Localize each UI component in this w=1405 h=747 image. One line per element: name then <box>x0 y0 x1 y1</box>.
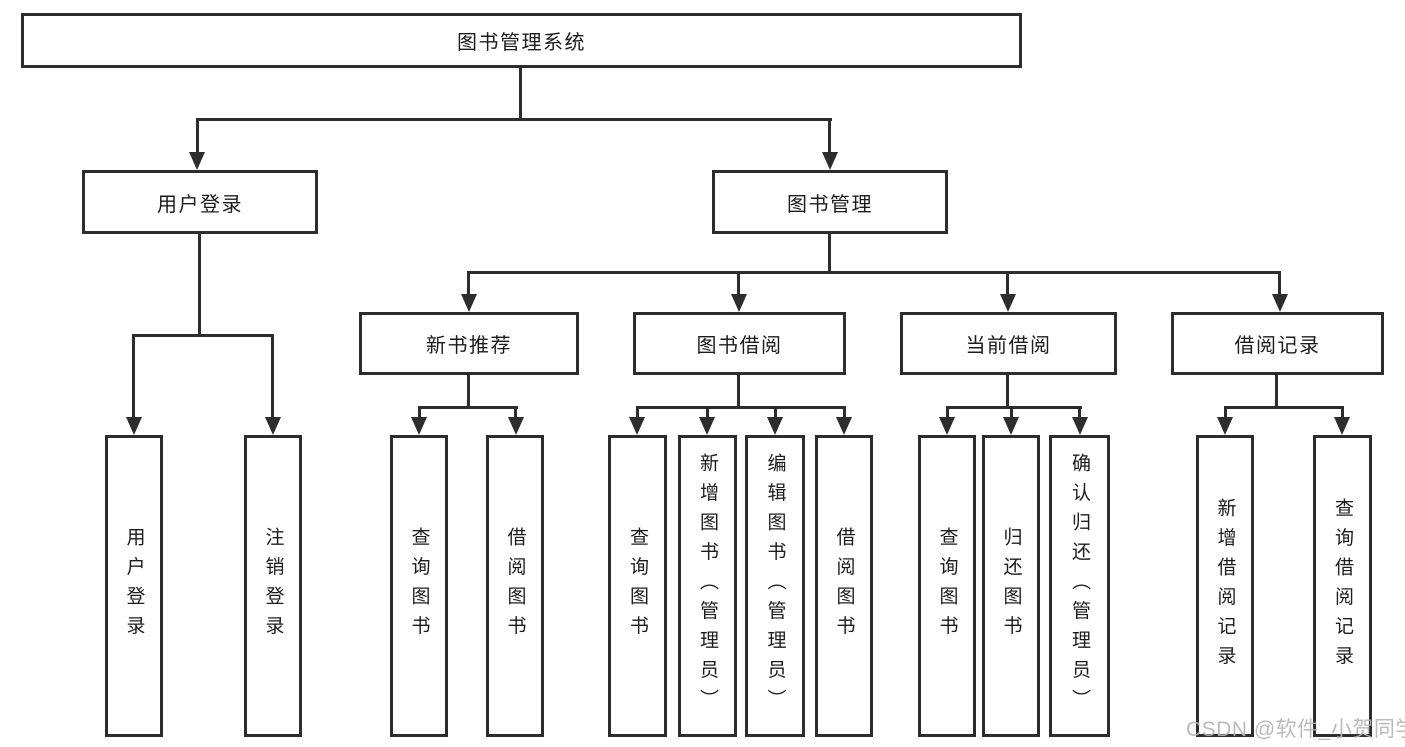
node-label: 归还图书 <box>1000 527 1022 645</box>
node-label: 确认归还（管理员） <box>1069 453 1090 719</box>
arrow-down-icon <box>731 294 747 312</box>
arrow-down-icon <box>189 152 205 170</box>
arrow-down-icon <box>822 152 838 170</box>
arrow-down-icon <box>126 417 142 435</box>
arrow-down-icon <box>836 417 852 435</box>
node-label: 查询借阅记录 <box>1332 497 1353 675</box>
connector <box>843 406 846 419</box>
connector <box>774 406 777 419</box>
connector <box>706 406 709 419</box>
node-leaf-borrow-books-2: 借阅图书 <box>815 435 873 737</box>
connector <box>1278 271 1281 296</box>
arrow-down-icon <box>1272 294 1288 312</box>
node-leaf-logout: 注销登录 <box>244 435 302 737</box>
csdn-watermark: CSDN @软件_小贺同学 <box>1186 718 1405 741</box>
node-label: 图书借阅 <box>696 335 783 357</box>
node-leaf-user-login: 用户登录 <box>105 435 163 737</box>
node-label: 查询图书 <box>408 527 430 645</box>
connector <box>418 406 518 409</box>
node-label: 查询图书 <box>627 527 648 645</box>
connector <box>828 118 831 154</box>
node-label: 编辑图书（管理员） <box>764 453 786 719</box>
node-leaf-add-borrow-record: 新增借阅记录 <box>1196 435 1254 737</box>
arrow-down-icon <box>699 417 715 435</box>
node-label: 当前借阅 <box>965 335 1052 357</box>
connector <box>1275 375 1278 409</box>
node-label: 新增图书（管理员） <box>697 453 718 719</box>
node-label: 查询图书 <box>936 527 958 645</box>
connector <box>946 406 949 419</box>
arrow-down-icon <box>411 417 427 435</box>
connector <box>271 334 274 419</box>
arrow-down-icon <box>461 294 477 312</box>
arrow-down-icon <box>265 417 281 435</box>
connector <box>1224 406 1227 419</box>
connector <box>636 406 639 419</box>
node-label: 用户登录 <box>123 527 145 645</box>
connector <box>467 271 470 296</box>
node-leaf-query-books-1: 查询图书 <box>390 435 448 737</box>
node-leaf-query-books-2: 查询图书 <box>608 435 667 737</box>
connector <box>1006 375 1009 409</box>
node-user-login: 用户登录 <box>82 170 318 234</box>
node-book-borrowing: 图书借阅 <box>633 312 846 375</box>
connector <box>514 406 517 419</box>
connector <box>467 375 470 409</box>
node-label: 用户登录 <box>157 193 243 216</box>
node-leaf-borrow-books-1: 借阅图书 <box>486 435 544 737</box>
node-label: 借阅记录 <box>1234 335 1321 357</box>
connector <box>1010 406 1013 419</box>
connector <box>519 68 522 121</box>
connector <box>1341 406 1344 419</box>
connector <box>196 118 832 121</box>
node-label: 新书推荐 <box>426 335 512 357</box>
connector <box>132 334 274 337</box>
node-label: 注销登录 <box>262 527 284 645</box>
arrow-down-icon <box>939 417 955 435</box>
connector <box>1224 406 1344 409</box>
connector <box>1078 406 1081 419</box>
node-label: 借阅图书 <box>833 527 855 645</box>
arrow-down-icon <box>1072 417 1088 435</box>
connector <box>828 234 831 274</box>
node-label: 新增借阅记录 <box>1214 497 1236 675</box>
node-book-management: 图书管理 <box>712 170 948 234</box>
connector <box>132 334 135 419</box>
connector <box>636 406 846 409</box>
connector <box>196 118 199 154</box>
connector <box>468 271 1281 274</box>
connector <box>946 406 1082 409</box>
node-leaf-edit-books-admin: 编辑图书（管理员） <box>745 435 805 737</box>
connector <box>418 406 421 419</box>
node-new-book-recommend: 新书推荐 <box>359 312 579 375</box>
arrow-down-icon <box>1000 294 1016 312</box>
arrow-down-icon <box>1217 417 1233 435</box>
node-label: 借阅图书 <box>504 527 526 645</box>
node-leaf-query-borrow-record: 查询借阅记录 <box>1313 435 1372 737</box>
connector <box>737 271 740 296</box>
node-leaf-add-books-admin: 新增图书（管理员） <box>678 435 737 737</box>
node-label: 图书管理 <box>787 193 873 216</box>
connector <box>1006 271 1009 296</box>
connector <box>737 375 740 409</box>
arrow-down-icon <box>629 417 645 435</box>
node-leaf-return-books: 归还图书 <box>982 435 1040 737</box>
arrow-down-icon <box>767 417 783 435</box>
connector <box>198 234 201 337</box>
arrow-down-icon <box>508 417 524 435</box>
node-label: 图书管理系统 <box>457 32 586 54</box>
node-current-borrowing: 当前借阅 <box>900 312 1117 375</box>
node-leaf-confirm-return-admin: 确认归还（管理员） <box>1049 435 1110 737</box>
node-borrowing-records: 借阅记录 <box>1171 312 1384 375</box>
arrow-down-icon <box>1003 417 1019 435</box>
arrow-down-icon <box>1334 417 1350 435</box>
node-library-system: 图书管理系统 <box>21 13 1022 68</box>
node-leaf-query-books-3: 查询图书 <box>918 435 976 737</box>
